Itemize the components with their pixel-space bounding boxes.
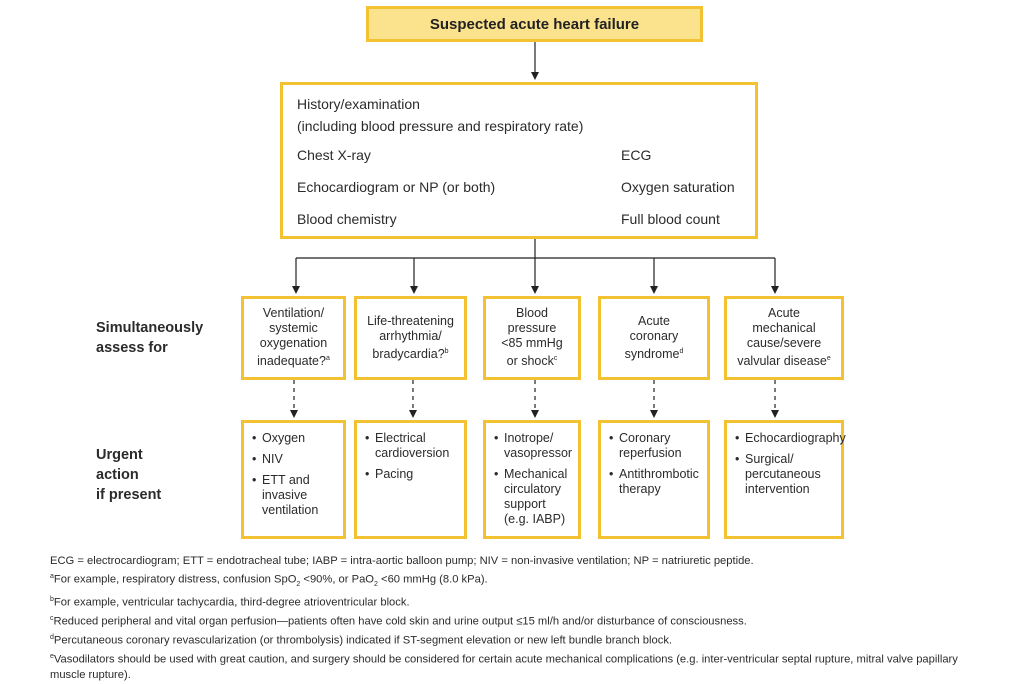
footnote-mark: d bbox=[679, 347, 684, 355]
assess-line: oxygenation bbox=[259, 336, 328, 351]
action-item: Coronary reperfusion bbox=[609, 431, 699, 461]
diagram-title: Suspected acute heart failure bbox=[429, 15, 640, 33]
assess-line: or shockc bbox=[506, 354, 558, 369]
assess-line: inadequate?a bbox=[257, 354, 330, 369]
footnote-mark: e bbox=[826, 355, 831, 363]
footnote-mark: c bbox=[553, 355, 558, 363]
assess-box-arrhythmia: Life-threatening arrhythmia/ bradycardia… bbox=[354, 296, 467, 380]
assess-box-mechanical: Acute mechanical cause/severe valvular d… bbox=[724, 296, 844, 380]
action-item: Electrical cardioversion bbox=[365, 431, 456, 461]
urgent-label: Urgent action if present bbox=[96, 445, 161, 505]
assess-line: syndromed bbox=[624, 347, 684, 362]
action-box-arrhythmia: Electrical cardioversion Pacing bbox=[354, 420, 467, 539]
action-item: Surgical/ percutaneous intervention bbox=[735, 452, 833, 497]
assess-box-coronary: Acute coronary syndromed bbox=[598, 296, 710, 380]
workup-item: Oxygen saturation bbox=[621, 179, 735, 195]
assess-line: systemic bbox=[269, 321, 318, 336]
footnote-c: cReduced peripheral and vital organ perf… bbox=[50, 615, 747, 629]
workup-box: History/examination (including blood pre… bbox=[280, 82, 758, 239]
workup-item: Chest X-ray bbox=[297, 147, 371, 163]
action-box-mechanical: Echocardiography Surgical/ percutaneous … bbox=[724, 420, 846, 539]
workup-history: History/examination bbox=[297, 96, 420, 112]
action-box-blood-pressure: Inotrope/ vasopressor Mechanical circula… bbox=[483, 420, 581, 539]
assess-line: Blood pressure bbox=[507, 306, 557, 336]
workup-item: ECG bbox=[621, 147, 652, 163]
workup-item: Full blood count bbox=[621, 211, 720, 227]
footnote-d: dPercutaneous coronary revascularization… bbox=[50, 634, 673, 647]
action-box-coronary: Coronary reperfusion Antithrombotic ther… bbox=[598, 420, 710, 539]
action-item: Mechanical circulatory support (e.g. IAB… bbox=[494, 467, 570, 527]
assess-box-blood-pressure: Blood pressure <85 mmHg or shockc bbox=[483, 296, 581, 380]
footnote-e: eVasodilators should be used with great … bbox=[50, 653, 958, 682]
footnote-a: aFor example, respiratory distress, conf… bbox=[50, 573, 488, 589]
urgent-label-line: action bbox=[96, 467, 139, 483]
action-item: ETT and invasive ventilation bbox=[252, 473, 335, 518]
urgent-label-line: Urgent bbox=[96, 447, 143, 463]
title-box: Suspected acute heart failure bbox=[366, 6, 703, 42]
action-item: Echocardiography bbox=[735, 431, 846, 446]
assess-line: cause/severe bbox=[746, 336, 822, 351]
assess-line: Life-threatening bbox=[367, 313, 454, 328]
assess-label: Simultaneously assess for bbox=[96, 318, 203, 358]
action-item: Pacing bbox=[365, 467, 456, 482]
assess-line: Acute bbox=[638, 313, 670, 328]
assess-line: arrhythmia/ bbox=[379, 328, 442, 343]
action-item: Oxygen bbox=[252, 431, 335, 446]
action-item: Antithrombotic therapy bbox=[609, 467, 699, 497]
footnote-b: bFor example, ventricular tachycardia, t… bbox=[50, 596, 410, 610]
footnotes: ECG = electrocardiogram; ETT = endotrach… bbox=[50, 554, 990, 683]
urgent-label-line: if present bbox=[96, 487, 162, 503]
action-item: NIV bbox=[252, 452, 335, 467]
footnote-mark: a bbox=[325, 355, 330, 363]
workup-item: Blood chemistry bbox=[297, 211, 397, 227]
assess-line: coronary bbox=[629, 328, 679, 343]
assess-box-ventilation: Ventilation/ systemic oxygenation inadeq… bbox=[241, 296, 346, 380]
workup-item: Echocardiogram or NP (or both) bbox=[297, 179, 496, 195]
assess-line: Acute bbox=[768, 306, 800, 321]
assess-line: <85 mmHg bbox=[501, 336, 563, 351]
workup-history-detail: (including blood pressure and respirator… bbox=[297, 118, 584, 134]
assess-label-line: Simultaneously bbox=[96, 320, 204, 336]
assess-line: Ventilation/ bbox=[262, 306, 325, 321]
footnote-abbreviations: ECG = electrocardiogram; ETT = endotrach… bbox=[50, 555, 754, 567]
assess-label-line: assess for bbox=[96, 340, 168, 356]
assess-line: valvular diseasee bbox=[737, 354, 831, 369]
assess-line: mechanical bbox=[752, 321, 816, 336]
action-item: Inotrope/ vasopressor bbox=[494, 431, 572, 461]
footnote-mark: b bbox=[444, 347, 449, 355]
action-box-ventilation: Oxygen NIV ETT and invasive ventilation bbox=[241, 420, 346, 539]
assess-line: bradycardia?b bbox=[372, 347, 449, 362]
